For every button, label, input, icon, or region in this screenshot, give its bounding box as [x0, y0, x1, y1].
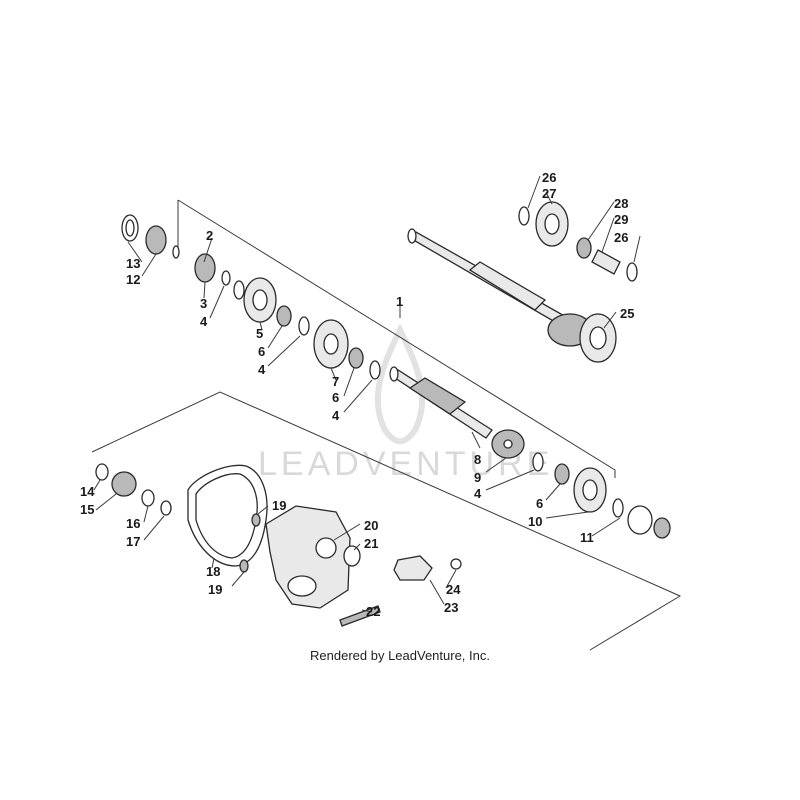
callout-26-a: 26 — [542, 170, 556, 185]
callout-17: 17 — [126, 534, 140, 549]
callout-3: 3 — [200, 296, 207, 311]
callout-2: 2 — [206, 228, 213, 243]
callout-10: 10 — [528, 514, 542, 529]
sensor-o-ring — [450, 558, 462, 570]
cover-bore — [315, 537, 337, 559]
callout-6-a: 6 — [258, 344, 265, 359]
watermark-flame-logo — [374, 323, 426, 445]
callout-9: 9 — [474, 470, 481, 485]
callout-16: 16 — [126, 516, 140, 531]
callout-25: 25 — [620, 306, 634, 321]
cover-assembly-frame — [91, 391, 682, 651]
leader-lines — [93, 175, 641, 613]
callout-26-b: 26 — [614, 230, 628, 245]
callout-19-b: 19 — [208, 582, 222, 597]
callout-28: 28 — [614, 196, 628, 211]
upper-right-parts — [518, 201, 638, 282]
callout-5: 5 — [256, 326, 263, 341]
callout-4-b: 4 — [258, 362, 266, 377]
right-gear-train — [532, 452, 671, 539]
watermark: LEADVENTURE — [258, 323, 549, 483]
counter-shaft — [389, 366, 525, 459]
main-shaft — [407, 228, 617, 363]
callout-20: 20 — [364, 518, 378, 533]
callout-7: 7 — [332, 374, 339, 389]
callout-29: 29 — [614, 212, 628, 227]
seal — [343, 545, 361, 567]
dowel-pin-upper — [251, 513, 261, 527]
cover-lower-bore — [287, 575, 317, 597]
callout-6-c: 6 — [536, 496, 543, 511]
callout-4-a: 4 — [200, 314, 208, 329]
callout-4-d: 4 — [474, 486, 482, 501]
speed-sensor — [393, 555, 433, 581]
callout-4-c: 4 — [332, 408, 340, 423]
callout-14: 14 — [80, 484, 95, 499]
cover-housing — [265, 505, 351, 609]
callout-27: 27 — [542, 186, 556, 201]
callout-15: 15 — [80, 502, 94, 517]
callout-22: 22 — [366, 604, 380, 619]
callout-19-a: 19 — [272, 498, 286, 513]
callout-23: 23 — [444, 600, 458, 615]
shaft-assembly-frame — [177, 199, 616, 478]
callout-21: 21 — [364, 536, 378, 551]
callout-13: 13 — [126, 256, 140, 271]
render-credit: Rendered by LeadVenture, Inc. — [310, 648, 490, 663]
callout-18: 18 — [206, 564, 220, 579]
callout-24: 24 — [446, 582, 461, 597]
left-gear-train — [121, 214, 381, 380]
left-lower-small-parts — [95, 463, 172, 516]
callout-11: 11 — [580, 530, 594, 545]
dowel-pin-lower — [239, 559, 249, 573]
callout-1: 1 — [396, 294, 403, 309]
callout-8: 8 — [474, 452, 481, 467]
callout-12: 12 — [126, 272, 140, 287]
callout-6-b: 6 — [332, 390, 339, 405]
callout-labels: 1 2 3 4 4 4 4 5 6 6 6 7 8 9 10 11 12 13 … — [80, 170, 634, 619]
